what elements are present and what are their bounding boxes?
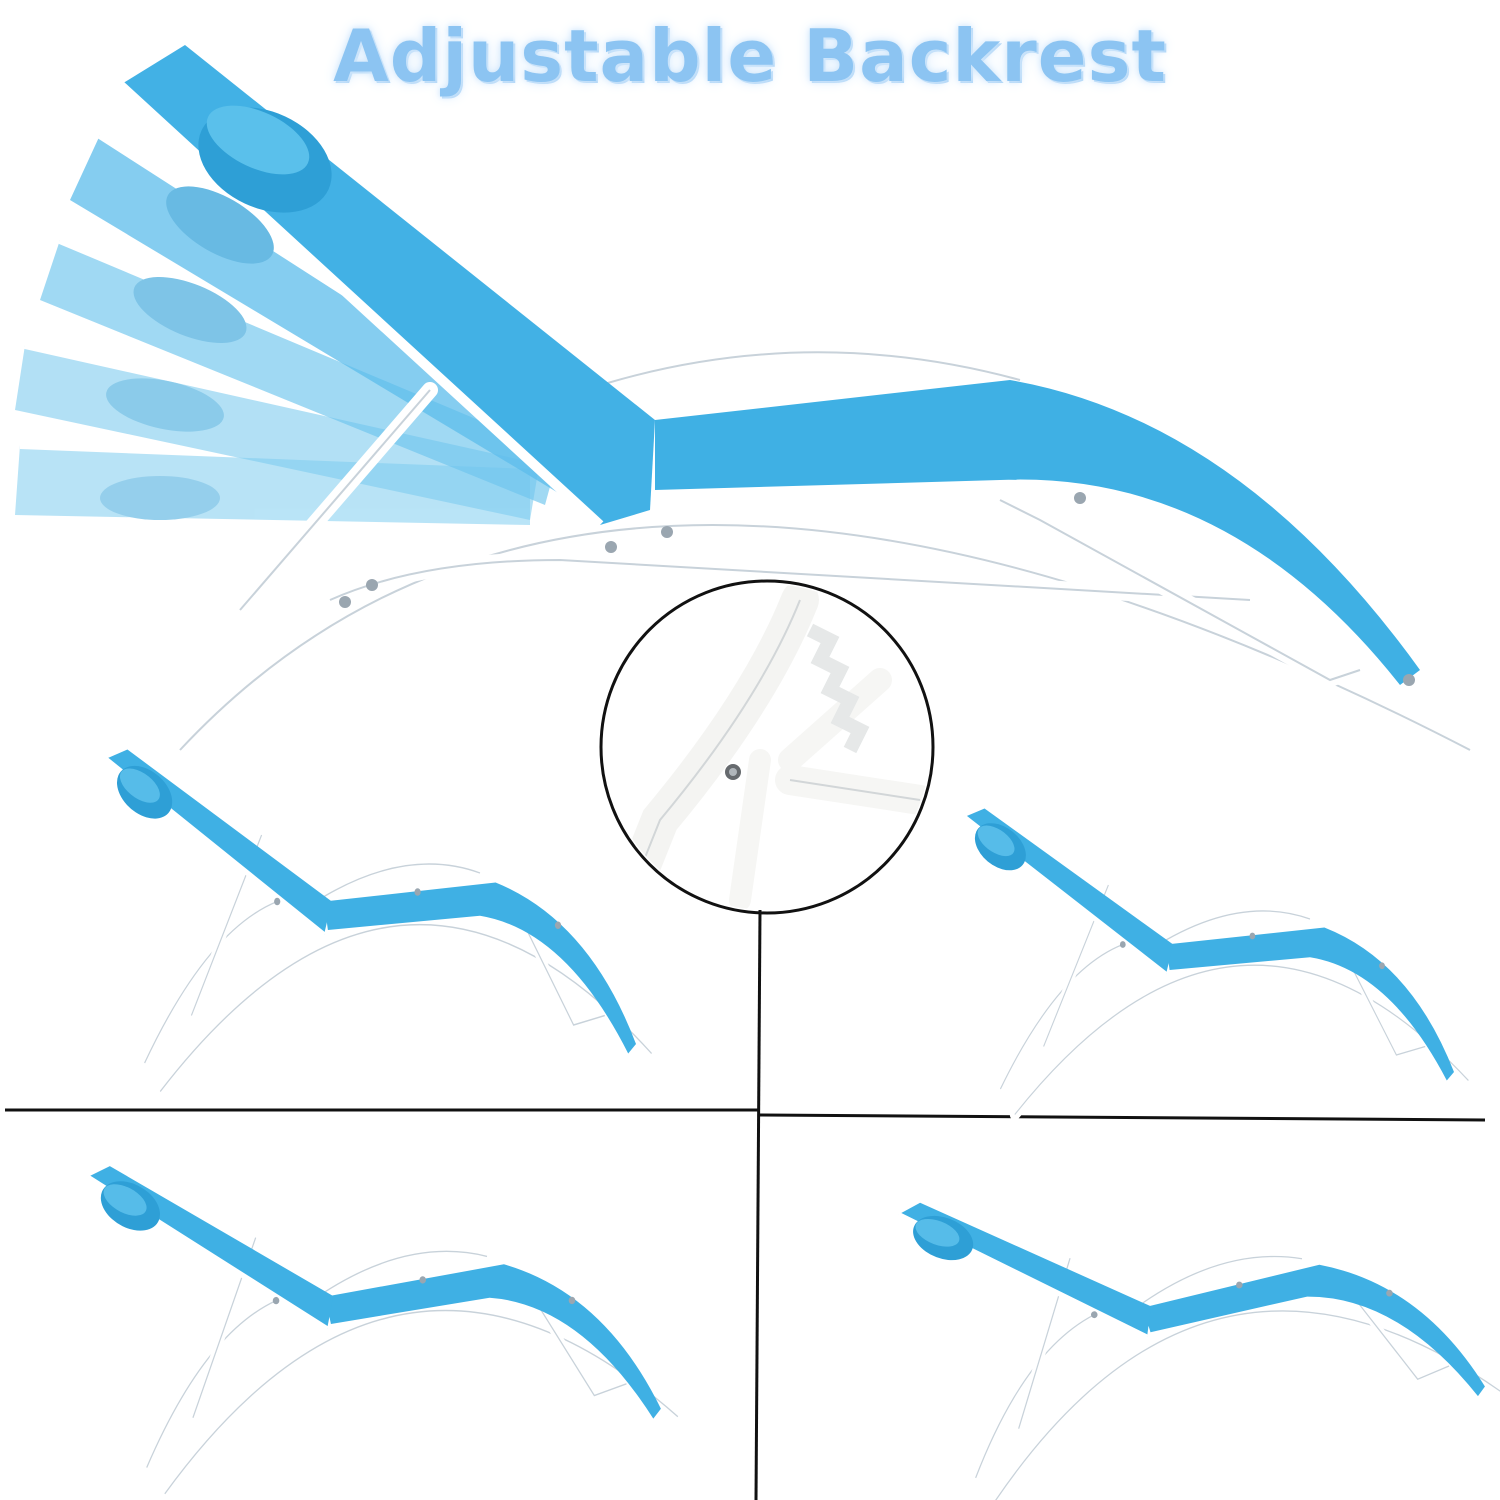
grid-dividers bbox=[5, 909, 1486, 1500]
chair-position-reclined-1 bbox=[964, 809, 1468, 1115]
hinge-detail-callout bbox=[599, 579, 935, 915]
hero-chair bbox=[15, 45, 1481, 761]
chair-position-upright bbox=[106, 750, 652, 1092]
headline: Adjustable Backrest bbox=[333, 14, 1167, 98]
chair-position-reclined-2 bbox=[87, 1123, 680, 1498]
chair-position-flat bbox=[897, 1123, 1500, 1500]
